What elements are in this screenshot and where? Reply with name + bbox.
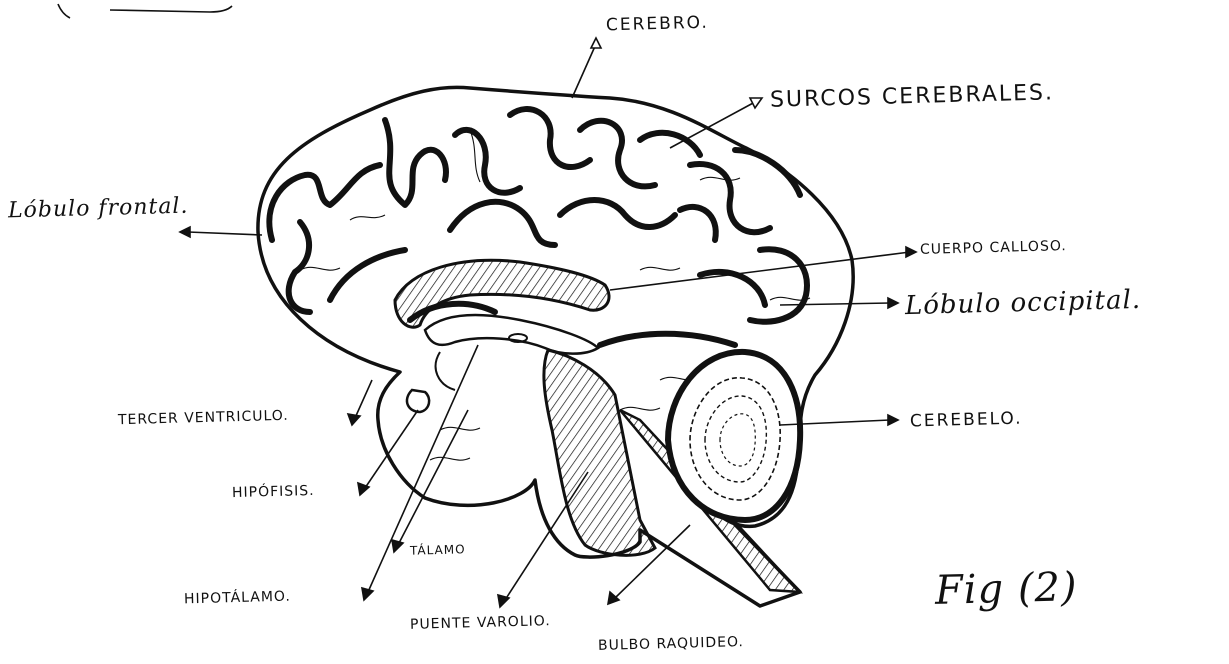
label-talamo: TÁLAMO — [410, 542, 466, 557]
label-cerebro: CEREBRO. — [606, 13, 709, 36]
top-stroke — [58, 4, 232, 18]
label-cerebelo: CEREBELO. — [910, 409, 1023, 432]
label-lobulo-frontal: Lóbulo frontal. — [8, 194, 189, 224]
label-hipofisis: HIPÓFISIS. — [232, 483, 315, 501]
label-hipotalamo: HIPOTÁLAMO. — [184, 589, 291, 608]
hypothalamus-shape — [436, 352, 455, 390]
hypophysis-shape — [407, 390, 429, 412]
label-lobulo-occipital: Lóbulo occipital. — [905, 285, 1142, 321]
sulci — [269, 109, 807, 345]
figure-caption: Fig (2) — [934, 564, 1078, 614]
brainstem — [544, 350, 655, 555]
brain-outline — [258, 87, 853, 606]
cerebellum — [668, 352, 800, 520]
